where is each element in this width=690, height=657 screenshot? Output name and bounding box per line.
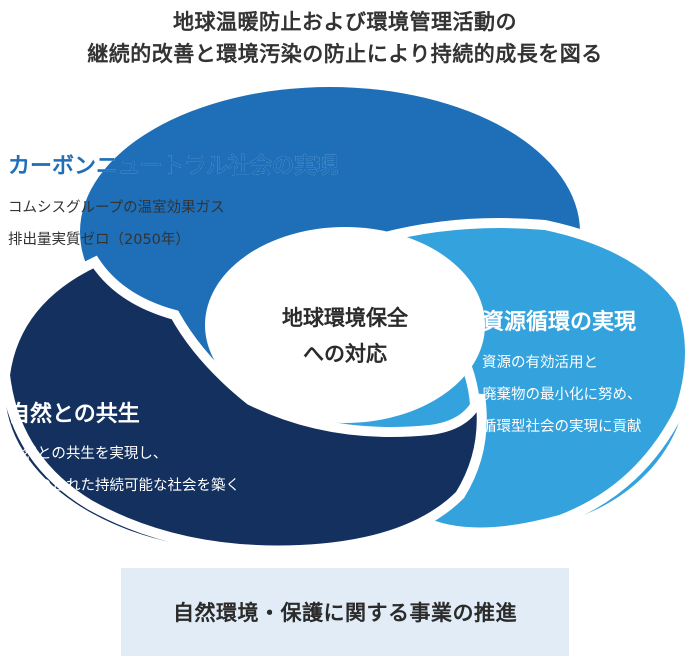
carbon-heading: カーボンニュートラル社会の実現 bbox=[8, 154, 339, 179]
resource-desc-line-3: 循環型社会の実現に貢献 bbox=[482, 419, 642, 435]
header-line-2: 継続的改善と環境汚染の防止により持続的成長を図る bbox=[87, 42, 603, 66]
footer-box: 自然環境・保護に関する事業の推進 bbox=[121, 568, 569, 656]
nature-desc-line-2: 調和のとれた持続可能な社会を築く bbox=[8, 478, 240, 494]
center-label-line-1: 地球環境保全 bbox=[282, 306, 408, 330]
carbon-desc-line-1: コムシスグループの温室効果ガス bbox=[8, 200, 225, 216]
resource-desc-line-2: 廃棄物の最小化に努め、 bbox=[482, 387, 642, 403]
center-label: 地球環境保全 への対応 bbox=[255, 300, 435, 372]
footer-label: 自然環境・保護に関する事業の推進 bbox=[173, 601, 517, 625]
nature-overlap bbox=[0, 255, 487, 556]
nature-description: 自然との共生を実現し、 調和のとれた持続可能な社会を築く bbox=[8, 438, 240, 502]
nature-desc-line-1: 自然との共生を実現し、 bbox=[8, 446, 168, 462]
center-label-line-2: への対応 bbox=[303, 342, 387, 366]
carbon-description: コムシスグループの温室効果ガス 排出量実質ゼロ（2050年） bbox=[8, 192, 225, 256]
resource-heading: 資源循環の実現 bbox=[482, 310, 637, 335]
nature-heading: 自然との共生 bbox=[8, 402, 140, 427]
header-line-1: 地球温暖防止および環境管理活動の bbox=[173, 10, 517, 34]
carbon-desc-line-2: 排出量実質ゼロ（2050年） bbox=[8, 232, 190, 248]
resource-desc-line-1: 資源の有効活用と bbox=[482, 355, 598, 371]
resource-description: 資源の有効活用と 廃棄物の最小化に努め、 循環型社会の実現に貢献 bbox=[482, 347, 642, 443]
center-circle bbox=[205, 227, 485, 423]
